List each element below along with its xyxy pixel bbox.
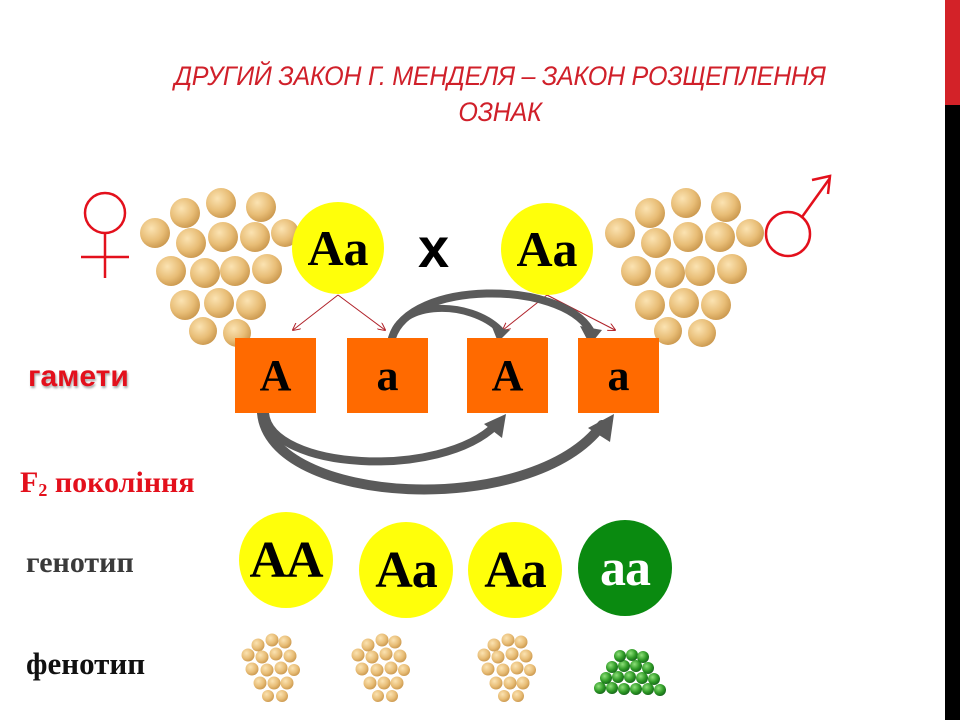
gamete-box: a xyxy=(347,338,428,413)
female-symbol-icon xyxy=(81,191,129,278)
title-line-1: ДРУГИЙ ЗАКОН Г. МЕНДЕЛЯ – ЗАКОН РОЗЩЕПЛЕ… xyxy=(174,61,826,91)
offspring-genotype: aa xyxy=(578,520,672,616)
gamete-allele: a xyxy=(376,351,399,400)
gamete-allele: a xyxy=(607,351,630,400)
male-symbol-icon xyxy=(764,174,832,258)
combination-arrows xyxy=(257,289,607,495)
offspring-genotype: AA xyxy=(239,512,333,608)
gamete-allele: A xyxy=(491,351,524,400)
female-genotype-text: Aa xyxy=(307,220,369,276)
offspring-genotype-text: Aa xyxy=(375,541,438,599)
gametes-label: гамети xyxy=(28,360,129,393)
f2-generation-label: F2 покоління xyxy=(20,466,195,501)
slide-title: ДРУГИЙ ЗАКОН Г. МЕНДЕЛЯ – ЗАКОН РОЗЩЕПЛЕ… xyxy=(91,58,909,130)
female-parent-genotype: Aa xyxy=(292,202,384,294)
gamete-allele: A xyxy=(259,351,292,400)
accent-bar-top xyxy=(945,0,960,105)
gamete-box: A xyxy=(467,338,548,413)
f2-label-subscript: 2 xyxy=(38,480,48,500)
offspring-genotype-text: Aa xyxy=(484,541,547,599)
f2-label-f: F xyxy=(20,466,39,499)
offspring-genotype: Aa xyxy=(359,522,453,618)
male-parent-genotype: Aa xyxy=(501,203,593,295)
title-line-2: ОЗНАК xyxy=(458,97,542,127)
offspring-genotype-text: aa xyxy=(600,539,651,597)
gamete-box: A xyxy=(235,338,316,413)
male-genotype-text: Aa xyxy=(516,221,578,277)
phenotype-peas-green xyxy=(594,649,666,696)
offspring-genotype-text: AA xyxy=(249,531,323,589)
f2-label-text: покоління xyxy=(47,466,195,499)
accent-bar-bottom xyxy=(945,105,960,720)
gamete-box: a xyxy=(578,338,659,413)
phenotype-label: фенотип xyxy=(26,646,146,681)
combination-arrowheads xyxy=(484,326,614,442)
cross-sign: x xyxy=(418,216,450,279)
genotype-label: генотип xyxy=(26,546,134,579)
offspring-genotype: Aa xyxy=(468,522,562,618)
